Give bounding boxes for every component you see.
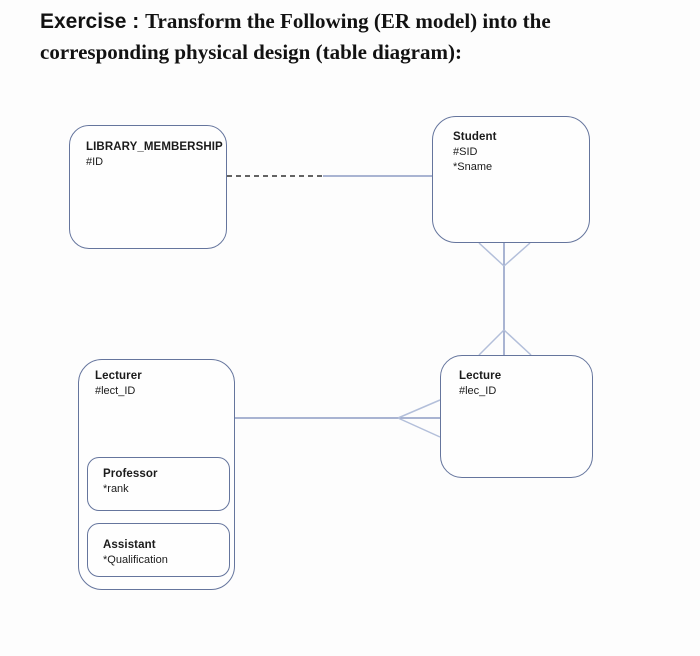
crow-foot-student-right xyxy=(503,242,531,267)
entity-subtype-assistant: Assistant *Qualification xyxy=(87,523,230,577)
entity-name: Professor xyxy=(103,468,158,480)
entity-name: Student xyxy=(453,131,497,143)
entity-attribute: #SID xyxy=(453,146,478,158)
crow-foot-lecture-top-right xyxy=(503,329,532,356)
entity-attribute: #lec_ID xyxy=(459,385,497,397)
crow-foot-student-left xyxy=(478,242,505,267)
entity-lecture: Lecture #lec_ID xyxy=(440,355,593,478)
entity-student: Student #SID *Sname xyxy=(432,116,590,243)
entity-subtype-professor: Professor *rank xyxy=(87,457,230,511)
crow-foot-lecture-top-left xyxy=(478,329,505,356)
entity-attribute: *Sname xyxy=(453,161,493,173)
title-text: Transform the Following (ER model) into … xyxy=(40,9,551,64)
crow-foot-lecture-left-upper xyxy=(397,399,441,419)
entity-name: Assistant xyxy=(103,539,156,551)
title-prefix: Exercise : xyxy=(40,10,146,33)
entity-name: LIBRARY_MEMBERSHIP xyxy=(86,141,223,153)
entity-name: Lecture xyxy=(459,370,502,382)
page-title: Exercise : Transform the Following (ER m… xyxy=(40,4,560,66)
entity-lecturer: Lecturer #lect_ID Professor *rank Assist… xyxy=(78,359,235,590)
entity-attribute: #lect_ID xyxy=(95,385,136,397)
entity-attribute: *rank xyxy=(103,483,129,495)
entity-attribute: *Qualification xyxy=(103,554,168,566)
entity-library-membership: LIBRARY_MEMBERSHIP #ID xyxy=(69,125,227,249)
crow-foot-lecture-left-lower xyxy=(397,417,441,438)
entity-name: Lecturer xyxy=(95,370,142,382)
entity-attribute: #ID xyxy=(86,156,104,168)
